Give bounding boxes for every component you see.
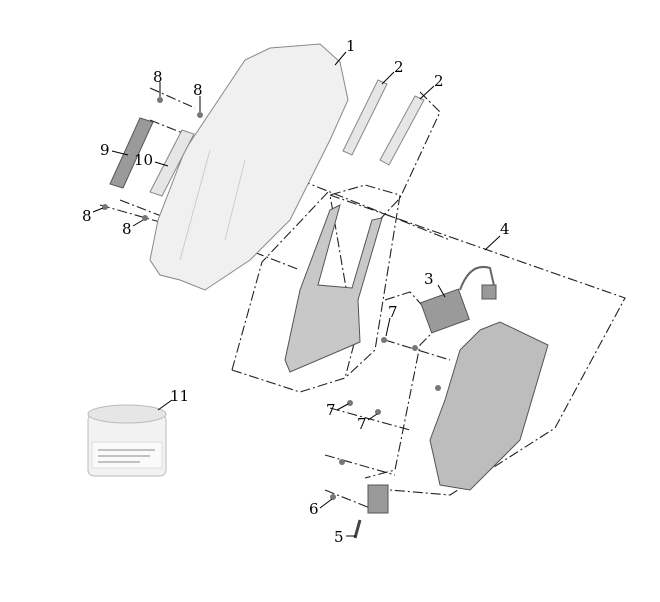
callout-10: 10 [134, 151, 153, 169]
callout-4: 4 [500, 220, 510, 238]
callout-2: 2 [434, 72, 444, 90]
screws [102, 97, 441, 500]
strip-part-left [342, 79, 388, 156]
plate-part-10 [149, 129, 195, 197]
grease-jar-part [87, 404, 167, 477]
callout-8: 8 [122, 220, 132, 238]
callout-8: 8 [82, 207, 92, 225]
callout-7: 7 [357, 415, 367, 433]
plate-part-9 [109, 117, 154, 189]
callout-5: 5 [334, 528, 344, 546]
motor-part [367, 484, 389, 514]
callout-2: 2 [394, 58, 404, 76]
actuator-part [420, 288, 470, 334]
callout-9: 9 [100, 141, 110, 159]
callout-7: 7 [388, 303, 398, 321]
windshield-part [149, 43, 349, 291]
callout-8: 8 [153, 68, 163, 86]
mechanism-part [429, 321, 549, 491]
callout-7: 7 [326, 401, 336, 419]
callout-6: 6 [309, 500, 319, 518]
callout-11: 11 [170, 387, 189, 405]
callout-3: 3 [424, 270, 434, 288]
callout-8: 8 [193, 81, 203, 99]
callout-1: 1 [346, 37, 356, 55]
leader-lines [92, 51, 501, 537]
strip-part-right [379, 95, 425, 166]
bracket-frame-part [284, 204, 383, 373]
